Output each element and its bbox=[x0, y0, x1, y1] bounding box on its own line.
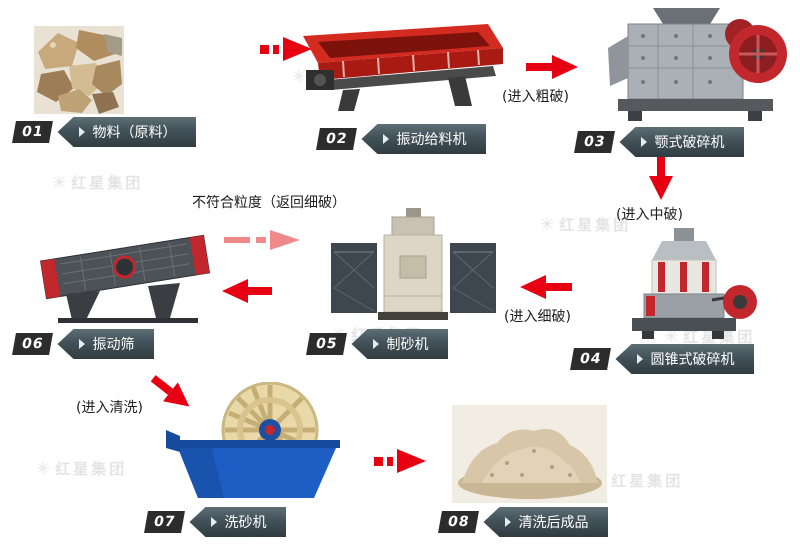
arrow-return-to-sandmaker bbox=[224, 230, 300, 250]
arrow-screen-to-washer bbox=[150, 375, 190, 407]
chevron-right-icon bbox=[505, 517, 512, 527]
watermark-logo: ✳红星集团 bbox=[36, 458, 127, 479]
stage-label-sand-maker: 05 制砂机 bbox=[306, 329, 449, 359]
jaw-crusher-image bbox=[608, 8, 787, 121]
watermark-text: 红星集团 bbox=[611, 472, 684, 490]
stage-label-washer: 07 洗砂机 bbox=[144, 507, 287, 537]
stage-banner-text: 振动给料机 bbox=[396, 132, 467, 148]
raw-material-rocks-image bbox=[34, 26, 124, 114]
stage-banner: 振动筛 bbox=[57, 329, 155, 359]
stage-label-material: 01 物料（原料） bbox=[12, 117, 197, 147]
stage-banner: 颚式破碎机 bbox=[619, 127, 745, 157]
cone-crusher-image bbox=[632, 228, 757, 339]
stage-banner-text: 圆锥式破碎机 bbox=[650, 352, 735, 368]
chevron-right-icon bbox=[383, 134, 390, 144]
stage-banner: 物料（原料） bbox=[57, 117, 197, 147]
stage-number: 05 bbox=[306, 333, 348, 355]
star-logo-icon: ✳ bbox=[540, 214, 555, 235]
chevron-right-icon bbox=[373, 339, 380, 349]
chevron-right-icon bbox=[641, 137, 648, 147]
stage-number: 02 bbox=[316, 128, 358, 150]
stage-number: 06 bbox=[12, 333, 54, 355]
sand-washer-image bbox=[166, 382, 340, 498]
chevron-right-icon bbox=[79, 127, 86, 137]
stage-banner-text: 颚式破碎机 bbox=[654, 135, 725, 151]
stage-banner: 洗砂机 bbox=[189, 507, 287, 537]
stage-banner-text: 制砂机 bbox=[386, 337, 429, 353]
label-to-washing: (进入清洗) bbox=[76, 400, 143, 416]
finished-sand-image bbox=[452, 405, 607, 503]
watermark-text: 红星集团 bbox=[55, 460, 128, 478]
stage-banner-text: 清洗后成品 bbox=[518, 515, 589, 531]
arrow-washer-to-product bbox=[374, 449, 426, 473]
stage-number: 08 bbox=[438, 511, 480, 533]
vibrating-feeder-image bbox=[303, 24, 503, 111]
stage-banner-text: 洗砂机 bbox=[224, 515, 267, 531]
arrow-sandmaker-to-screen bbox=[222, 279, 272, 303]
stage-number: 03 bbox=[574, 131, 616, 153]
sand-maker-image bbox=[331, 208, 496, 320]
arrow-cone-to-sandmaker bbox=[520, 275, 572, 299]
stage-number: 07 bbox=[144, 511, 186, 533]
stage-number: 01 bbox=[12, 121, 54, 143]
star-logo-icon: ✳ bbox=[52, 172, 67, 193]
stage-banner: 制砂机 bbox=[351, 329, 449, 359]
label-return-fine-crushing: 不符合粒度（返回细破） bbox=[192, 195, 346, 211]
stage-label-cone-crusher: 04 圆锥式破碎机 bbox=[570, 344, 755, 374]
chevron-right-icon bbox=[211, 517, 218, 527]
watermark-text: 红星集团 bbox=[71, 174, 144, 192]
stage-banner: 振动给料机 bbox=[361, 124, 487, 154]
stage-label-finished-product: 08 清洗后成品 bbox=[438, 507, 609, 537]
stage-banner-text: 振动筛 bbox=[92, 337, 135, 353]
arrow-feeder-to-jaw bbox=[526, 55, 578, 79]
stage-number: 04 bbox=[570, 348, 612, 370]
stage-banner: 圆锥式破碎机 bbox=[615, 344, 755, 374]
star-logo-icon: ✳ bbox=[36, 458, 51, 479]
label-to-coarse-crushing: (进入粗破) bbox=[502, 89, 569, 105]
chevron-right-icon bbox=[637, 354, 644, 364]
vibrating-screen-image bbox=[39, 234, 211, 323]
label-to-fine-crushing: (进入细破) bbox=[504, 309, 571, 325]
stage-label-feeder: 02 振动给料机 bbox=[316, 124, 487, 154]
stage-banner: 清洗后成品 bbox=[483, 507, 609, 537]
chevron-right-icon bbox=[79, 339, 86, 349]
stage-label-screen: 06 振动筛 bbox=[12, 329, 155, 359]
arrow-jaw-to-cone bbox=[649, 150, 673, 200]
label-to-medium-crushing: (进入中破) bbox=[616, 207, 683, 223]
watermark-logo: ✳红星集团 bbox=[52, 172, 143, 193]
arrow-material-to-feeder bbox=[260, 37, 312, 61]
stage-banner-text: 物料（原料） bbox=[92, 125, 177, 141]
stage-label-jaw-crusher: 03 颚式破碎机 bbox=[574, 127, 745, 157]
